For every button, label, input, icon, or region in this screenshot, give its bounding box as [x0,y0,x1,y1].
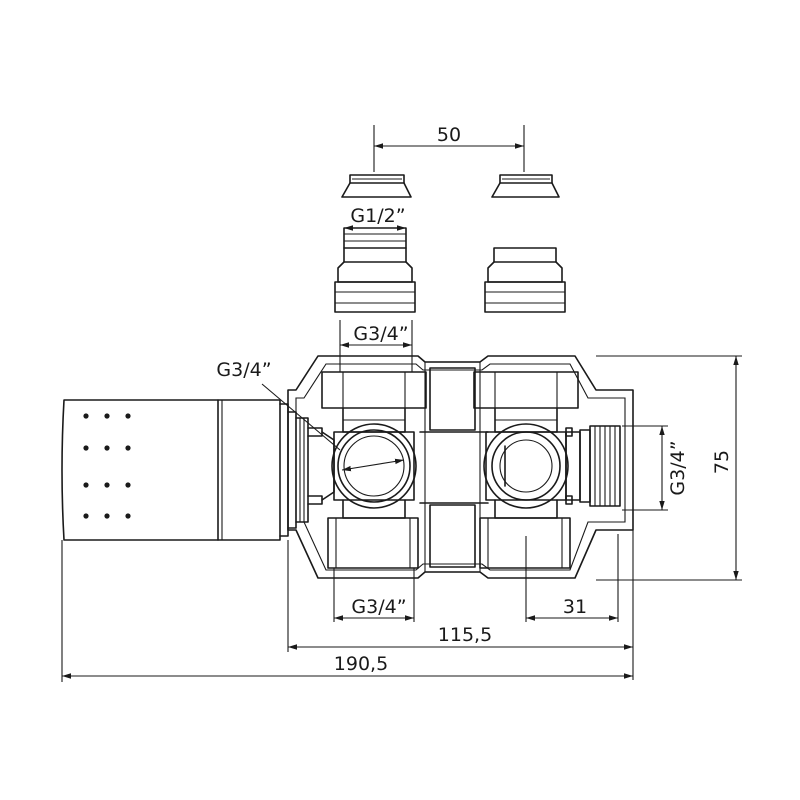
dim-fitting-spacing-label: 50 [437,124,461,146]
perforation-dot [83,513,89,519]
top-right-adapter [491,174,560,198]
lower-right-nut [479,499,571,569]
dim-left-port-thread: G3/4” [216,359,405,472]
dim-nipple-thread-label: G1/2” [350,205,405,227]
side-connector [565,425,621,507]
top-left-nipple [334,227,416,313]
top-left-adapter [341,174,412,198]
dim-body-width: 115,5 [287,530,634,680]
head-perforation-dots [83,413,131,519]
dim-left-port-thread-label: G3/4” [216,359,271,381]
valve-body [287,355,634,579]
dim-overall-length: 190,5 [61,540,633,682]
left-port [331,423,417,509]
dim-side-port-thread-label: G3/4” [667,440,689,495]
dim-nut-thread: G3/4” [339,320,413,372]
perforation-dot [83,482,89,488]
perforation-dot [104,482,110,488]
dim-outlet-offset: 31 [525,534,619,622]
perforation-dot [125,413,131,419]
dim-overall-height-label: 75 [711,450,733,474]
dim-bottom-outlet-thread-label: G3/4” [351,596,406,618]
dim-bottom-outlet-thread: G3/4” [333,568,415,622]
top-right-nipple [484,247,566,313]
perforation-dot [83,445,89,451]
dim-nipple-thread: G1/2” [344,205,406,231]
dim-fitting-spacing: 50 [373,124,525,172]
lower-left-nut [327,499,419,569]
perforation-dot [125,445,131,451]
upper-right-nut [473,371,579,433]
perforation-dot [125,513,131,519]
dim-side-port-thread: G3/4” [622,425,689,511]
dim-outlet-offset-label: 31 [563,596,587,618]
perforation-dot [104,413,110,419]
thermostatic-head [61,399,335,541]
dim-body-width-label: 115,5 [438,624,492,646]
dim-overall-height: 75 [596,355,742,581]
upper-left-nut [321,371,427,433]
dim-nut-thread-label: G3/4” [353,323,408,345]
perforation-dot [125,482,131,488]
right-port [483,423,569,509]
perforation-dot [104,445,110,451]
dim-overall-length-label: 190,5 [334,653,388,675]
perforation-dot [104,513,110,519]
perforation-dot [83,413,89,419]
